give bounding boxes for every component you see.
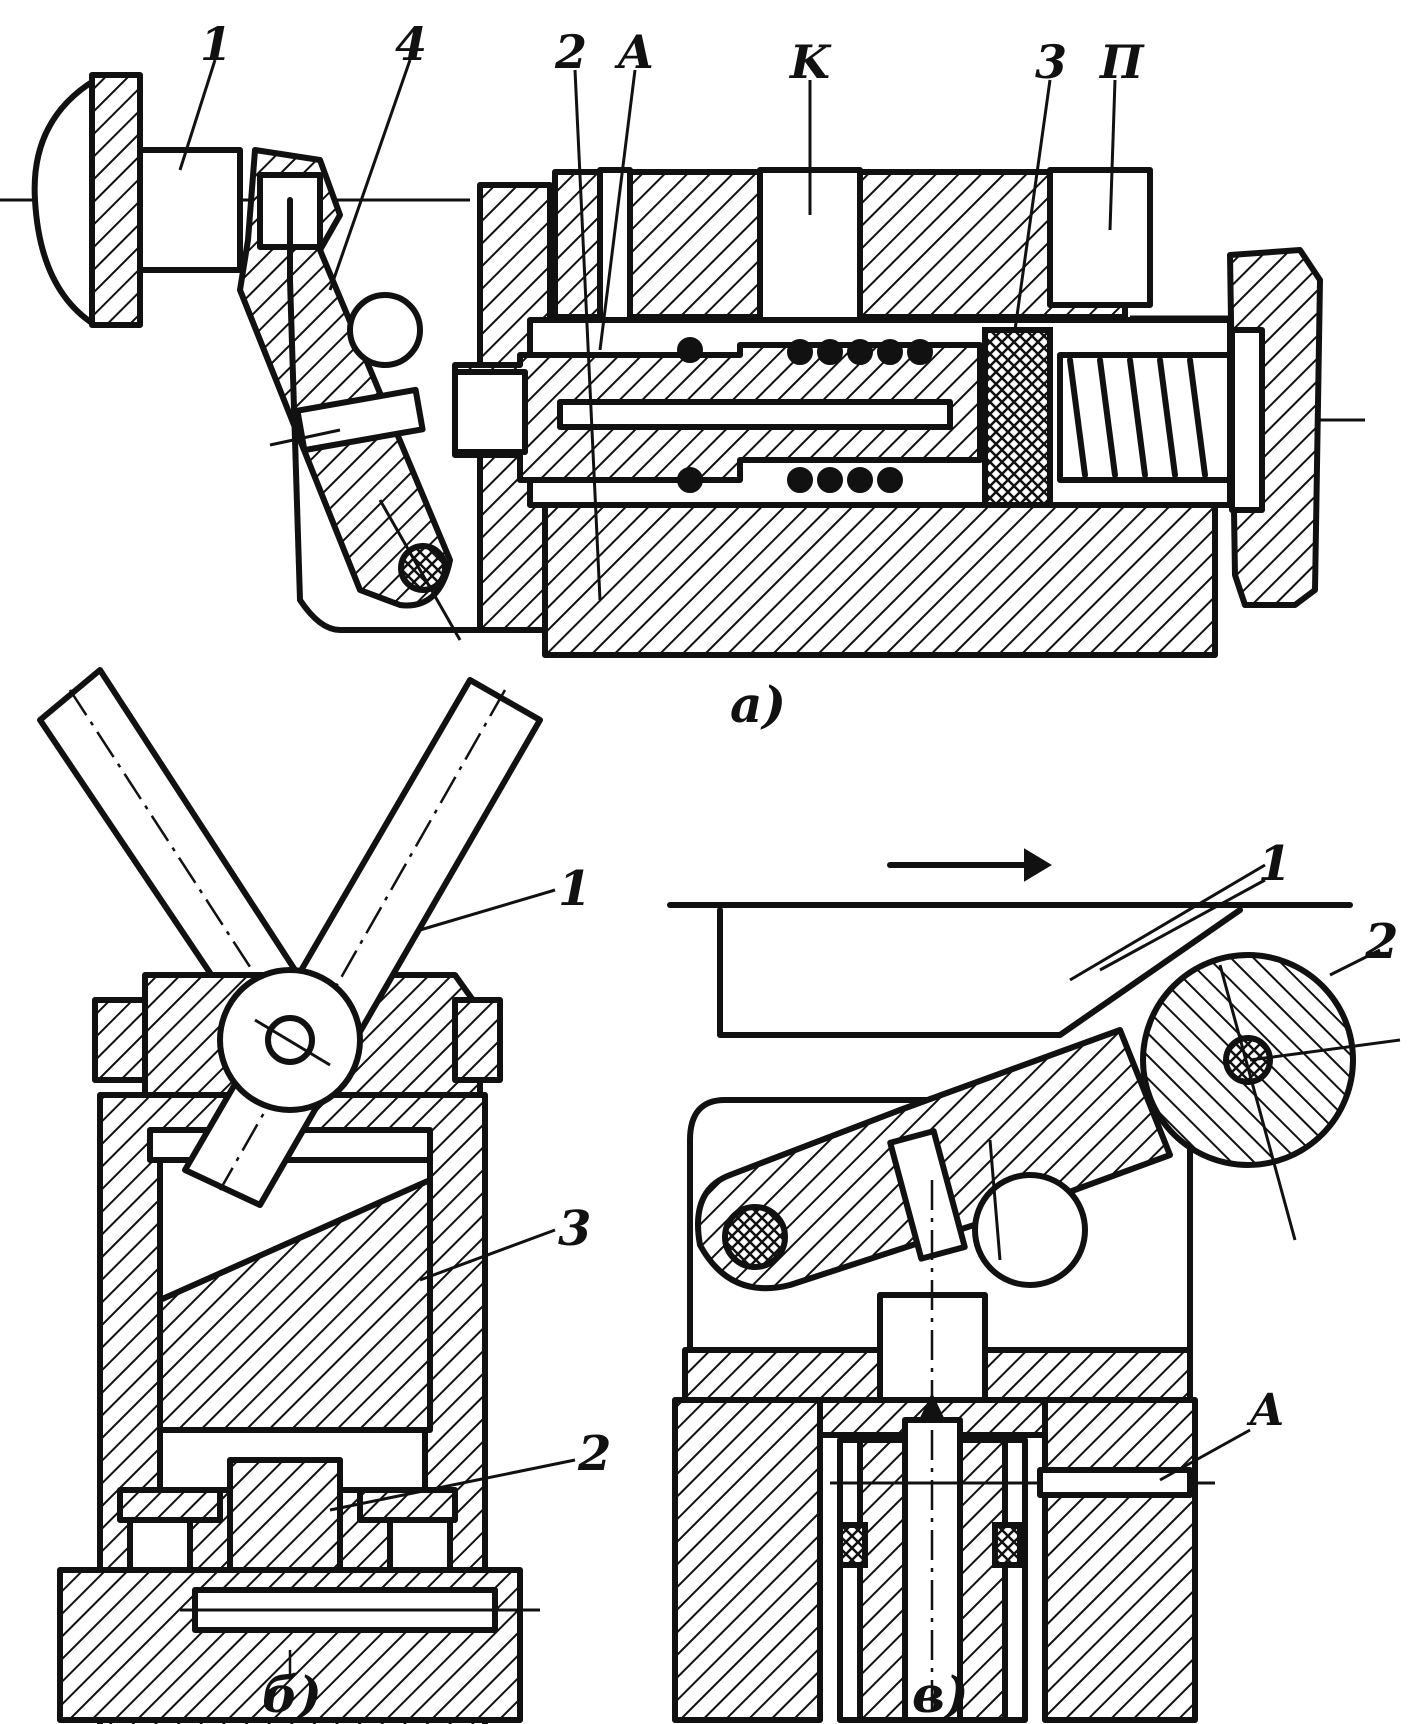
label-4: 4 — [395, 17, 427, 71]
figure-a: 1 4 2 A K 3 П а) — [0, 17, 1365, 734]
figure-v: 1 2 A в) — [667, 836, 1401, 1724]
roller-pin — [1223, 1035, 1273, 1085]
knob — [31, 72, 243, 328]
spring — [677, 337, 1233, 493]
label-a: A — [614, 25, 654, 79]
lever — [237, 147, 462, 641]
label-b-1: 1 — [558, 861, 591, 917]
body-left — [672, 1397, 823, 1723]
label-v-a: A — [1246, 1385, 1284, 1436]
housing-outline — [287, 197, 493, 633]
plunger-tip — [887, 1128, 968, 1262]
label-2: 2 — [554, 25, 587, 79]
arrow-head-icon — [1024, 848, 1052, 882]
body-right — [1042, 1397, 1198, 1723]
label-3: 3 — [1035, 35, 1067, 89]
label-b-3: 3 — [558, 1201, 591, 1257]
wedge-part-3 — [157, 1177, 433, 1433]
housing-outline-v — [687, 1097, 1193, 1353]
caption-a: а) — [730, 675, 786, 734]
caption-b: б) — [262, 1665, 322, 1724]
channel-p — [1047, 167, 1153, 308]
carriage-part-1 — [717, 907, 1243, 1038]
label-1: 1 — [200, 17, 232, 71]
leader-lines — [178, 59, 1117, 601]
caption-v: в) — [912, 1665, 969, 1724]
label-k: K — [788, 35, 832, 89]
packing-part-3 — [982, 327, 1053, 508]
label-b-2: 2 — [577, 1426, 611, 1482]
rocker-pin — [722, 1204, 788, 1270]
label-v-2: 2 — [1364, 914, 1398, 970]
valve-body — [452, 167, 1323, 658]
label-v-1: 1 — [1258, 836, 1291, 892]
figure-b: 1 3 2 б) — [37, 667, 611, 1724]
label-p: П — [1098, 35, 1145, 89]
